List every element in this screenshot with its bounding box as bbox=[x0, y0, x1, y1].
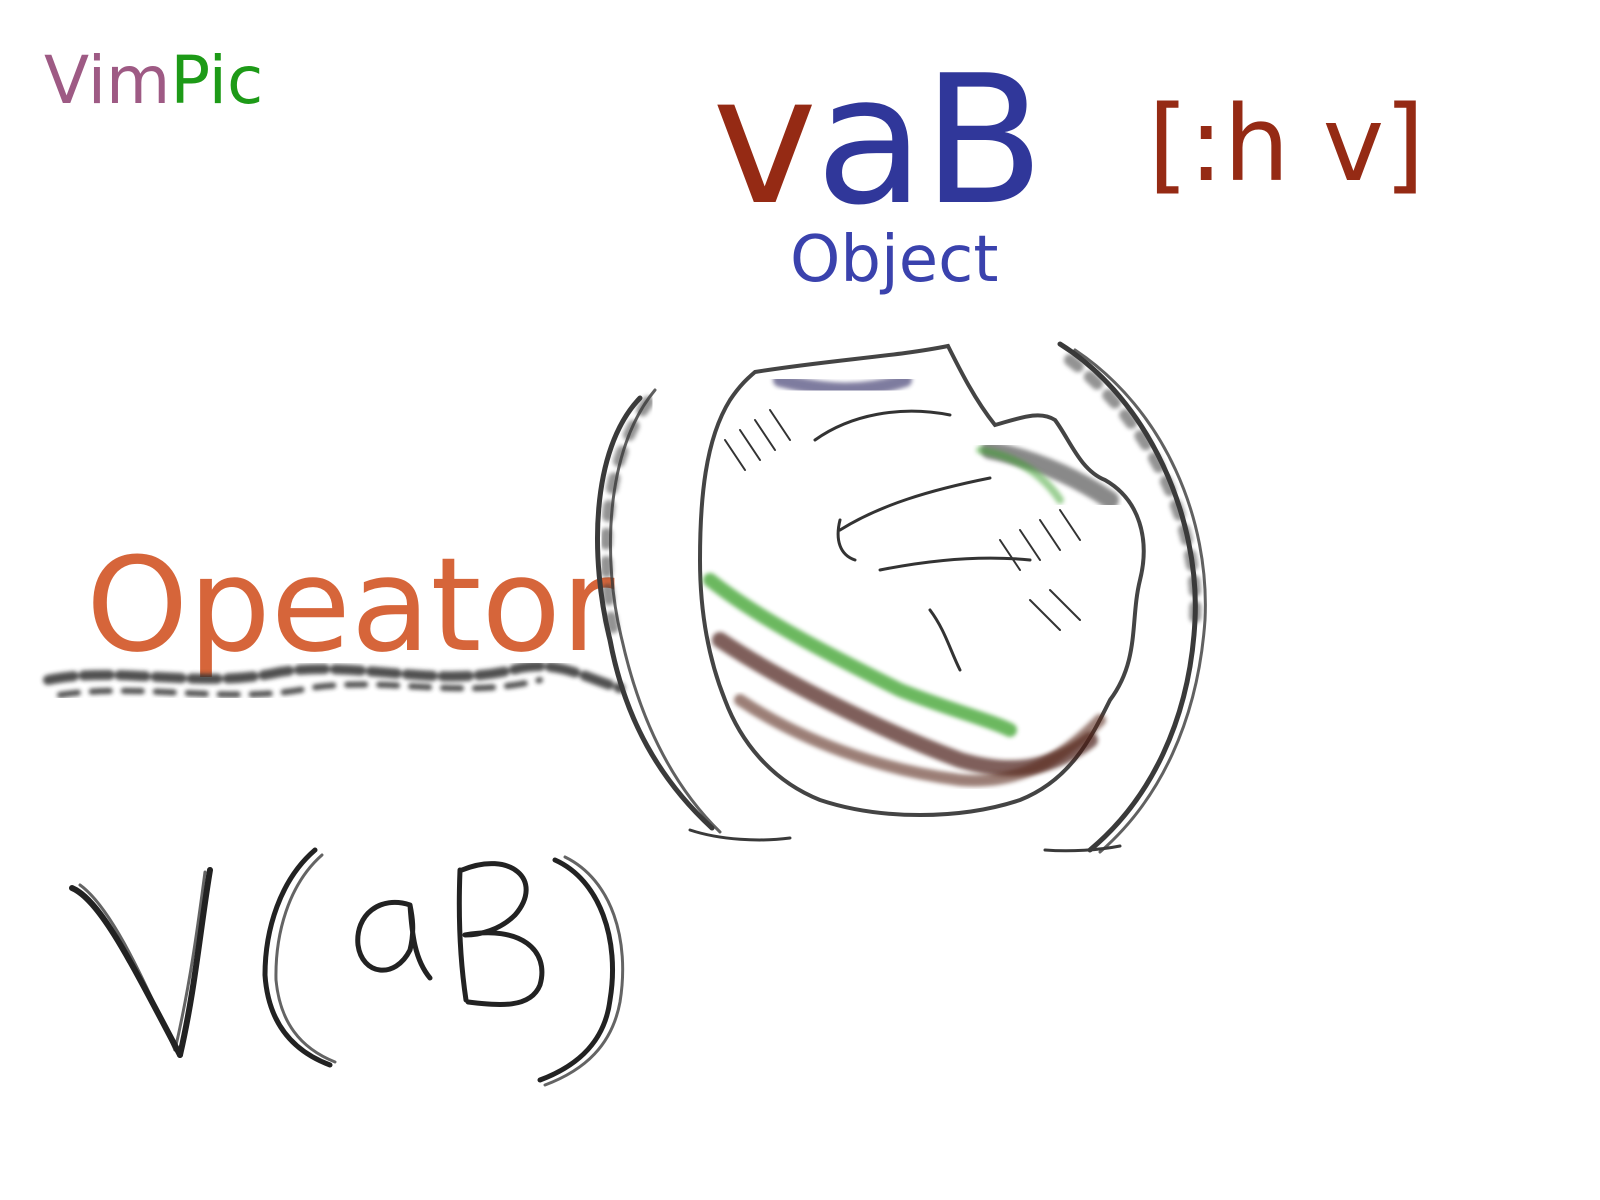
left-paren-stroke bbox=[595, 388, 792, 842]
command-object: aB bbox=[815, 37, 1044, 244]
help-command: [:h v] bbox=[1148, 83, 1425, 205]
brand-pic: Pic bbox=[170, 42, 264, 119]
operator-label: Opeator bbox=[86, 529, 615, 681]
handwritten-formula bbox=[69, 847, 625, 1087]
brand-vim: Vim bbox=[44, 42, 171, 119]
command-operator: v bbox=[712, 37, 817, 244]
object-label: Object bbox=[790, 223, 999, 297]
object-blob bbox=[697, 343, 1146, 817]
underline-scribble bbox=[43, 661, 625, 698]
right-paren-stroke bbox=[1043, 341, 1207, 854]
command-heading: vaB bbox=[712, 52, 1045, 230]
brand-title: VimPic bbox=[44, 48, 263, 114]
